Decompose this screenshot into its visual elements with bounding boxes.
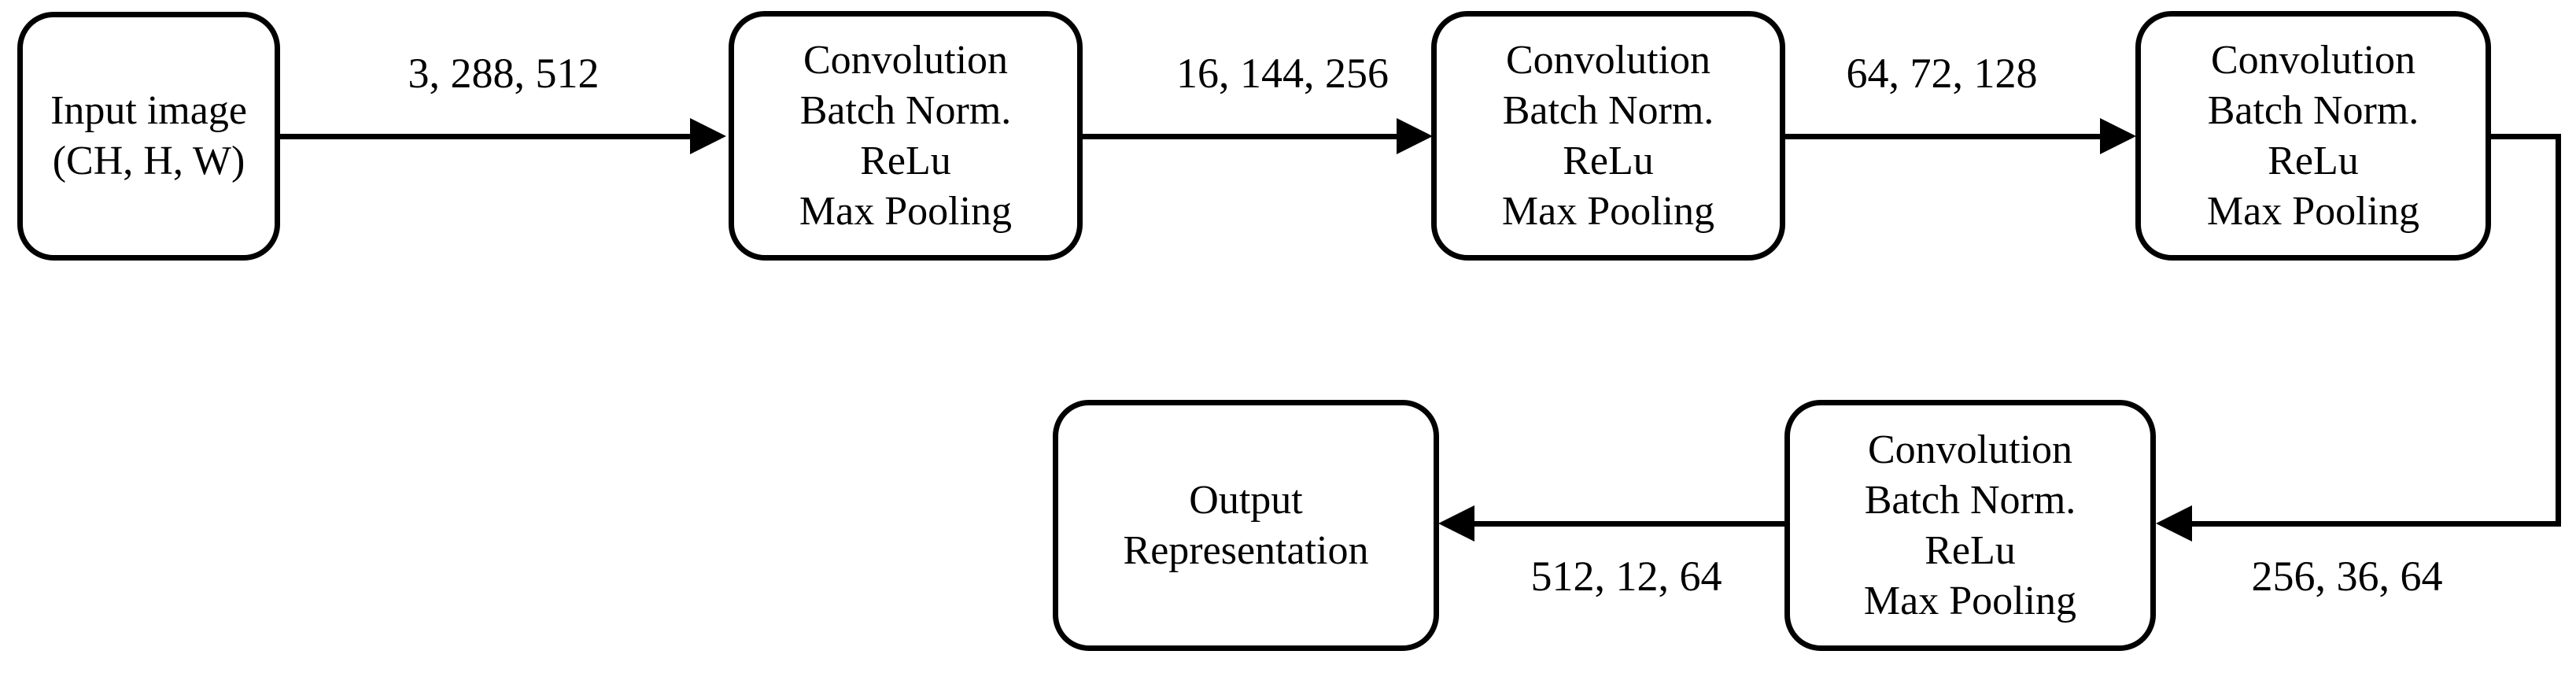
arrowhead-right-icon [690, 118, 726, 154]
arrowhead-left-icon [1438, 505, 1474, 542]
arrow-conv1-to-conv2-line [1083, 134, 1397, 139]
node-conv-block-4-line: Convolution [1867, 427, 2073, 472]
node-conv-block-1-line: ReLu [860, 138, 951, 183]
node-conv-block-4-line: Max Pooling [1863, 578, 2077, 623]
arrow-conv3-to-conv4-segment-right [2491, 134, 2561, 139]
node-conv-block-3-line: Convolution [2210, 37, 2416, 83]
node-input-image: Input image (CH, H, W) [17, 12, 280, 261]
arrow-conv4-to-output-line [1474, 521, 1788, 527]
node-conv-block-2-line: ReLu [1563, 138, 1654, 183]
node-output-representation-line: Output [1189, 477, 1303, 523]
node-input-image-line: Input image [50, 88, 247, 133]
arrow-conv2-to-conv3-line [1785, 134, 2101, 139]
arrow-conv3-to-conv4-segment-down [2556, 134, 2561, 527]
node-conv-block-4-line: Batch Norm. [1864, 477, 2076, 523]
edge-label-conv4-output: 512, 12, 64 [1530, 553, 1722, 600]
node-conv-block-3-line: Max Pooling [2206, 188, 2420, 234]
node-conv-block-3-line: Batch Norm. [2207, 87, 2419, 133]
edge-label-conv2-conv3: 64, 72, 128 [1846, 50, 2038, 97]
node-conv-block-1: Convolution Batch Norm. ReLu Max Pooling [729, 11, 1083, 261]
node-conv-block-2: Convolution Batch Norm. ReLu Max Pooling [1431, 11, 1785, 261]
node-output-representation: Output Representation [1053, 400, 1439, 651]
node-input-image-line: (CH, H, W) [52, 139, 245, 183]
node-conv-block-4-line: ReLu [1925, 527, 2016, 573]
node-conv-block-1-line: Convolution [803, 37, 1009, 83]
node-conv-block-2-line: Convolution [1505, 37, 1711, 83]
node-conv-block-4: Convolution Batch Norm. ReLu Max Pooling [1784, 400, 2156, 651]
node-conv-block-3-line: ReLu [2268, 138, 2359, 183]
edge-label-conv1-conv2: 16, 144, 256 [1176, 50, 1389, 97]
node-output-representation-line: Representation [1123, 527, 1369, 573]
node-conv-block-2-line: Max Pooling [1501, 188, 1715, 234]
arrowhead-left-icon [2156, 505, 2192, 542]
node-conv-block-2-line: Batch Norm. [1502, 87, 1714, 133]
node-conv-block-1-line: Batch Norm. [799, 87, 1012, 133]
arrowhead-right-icon [1397, 118, 1433, 154]
arrowhead-right-icon [2100, 118, 2136, 154]
arrow-input-to-conv1-line [280, 134, 692, 139]
edge-label-conv3-conv4: 256, 36, 64 [2251, 553, 2443, 600]
node-conv-block-1-line: Max Pooling [799, 188, 1013, 234]
arrow-conv3-to-conv4-segment-left [2192, 521, 2561, 527]
edge-label-input-conv1: 3, 288, 512 [408, 50, 600, 97]
node-conv-block-3: Convolution Batch Norm. ReLu Max Pooling [2135, 11, 2491, 261]
